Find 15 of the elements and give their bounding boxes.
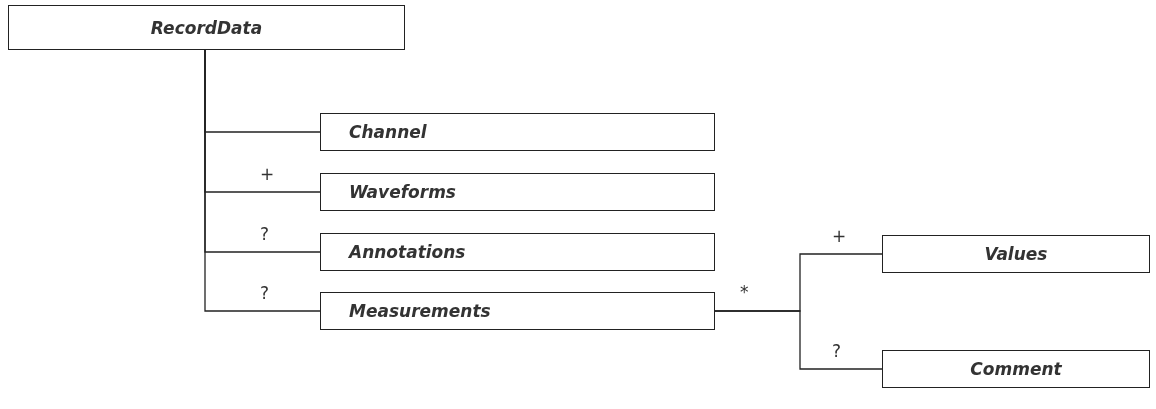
element-box: Channel (320, 113, 715, 151)
element-box: RecordData (8, 5, 405, 50)
edge-label: + (260, 166, 275, 183)
element-box: Values (882, 235, 1150, 273)
edge-label: ? (260, 285, 270, 302)
element-box: Comment (882, 350, 1150, 388)
element-box: Annotations (320, 233, 715, 271)
element-box: Waveforms (320, 173, 715, 211)
multiplicity-label: * (740, 284, 749, 301)
edge-label: + (832, 228, 847, 245)
edge-label: ? (832, 343, 842, 360)
connector-line (714, 310, 883, 370)
element-box: Measurements (320, 292, 715, 330)
connector-line (204, 49, 321, 312)
edge-label: ? (260, 226, 270, 243)
